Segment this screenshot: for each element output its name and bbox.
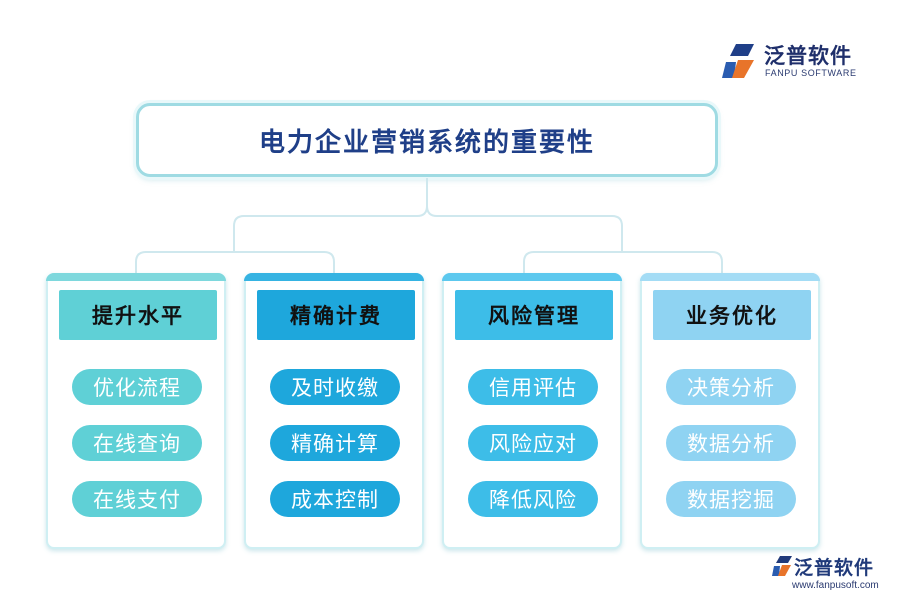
column-1-item-1: 优化流程 <box>72 369 202 405</box>
column-4: 业务优化 决策分析 数据分析 数据挖掘 <box>640 273 820 549</box>
column-4-item-2: 数据分析 <box>666 425 796 461</box>
connector-left-pair <box>135 251 335 273</box>
watermark-logo-icon <box>772 556 792 576</box>
column-3-item-3: 降低风险 <box>468 481 598 517</box>
column-4-item-3: 数据挖掘 <box>666 481 796 517</box>
column-2: 精确计费 及时收缴 精确计算 成本控制 <box>244 273 424 549</box>
column-3: 风险管理 信用评估 风险应对 降低风险 <box>442 273 622 549</box>
diagram-title: 电力企业营销系统的重要性 <box>258 127 595 158</box>
column-4-top-bar <box>640 273 820 281</box>
column-1-item-3: 在线支付 <box>72 481 202 517</box>
column-4-item-1: 决策分析 <box>666 369 796 405</box>
watermark-url: www.fanpusoft.com <box>792 580 879 591</box>
column-3-item-1: 信用评估 <box>468 369 598 405</box>
connector-to-center-left <box>233 178 428 252</box>
fanpu-logo: 泛普软件 FANPU SOFTWARE <box>722 40 872 84</box>
watermark-name-cn: 泛普软件 <box>794 557 875 579</box>
column-1-top-bar <box>46 273 226 281</box>
column-4-header: 业务优化 <box>653 290 811 340</box>
column-3-header: 风险管理 <box>455 290 613 340</box>
column-2-item-2: 精确计算 <box>270 425 400 461</box>
connector-right-pair <box>523 251 723 273</box>
column-1-item-2: 在线查询 <box>72 425 202 461</box>
fanpu-logo-icon <box>722 44 754 78</box>
column-3-item-2: 风险应对 <box>468 425 598 461</box>
watermark: 泛普软件 www.fanpusoft.com <box>770 553 894 597</box>
column-1: 提升水平 优化流程 在线查询 在线支付 <box>46 273 226 549</box>
column-3-top-bar <box>442 273 622 281</box>
column-1-header: 提升水平 <box>59 290 217 340</box>
column-2-header: 精确计费 <box>257 290 415 340</box>
column-2-top-bar <box>244 273 424 281</box>
diagram-title-box: 电力企业营销系统的重要性 <box>136 103 718 177</box>
column-2-item-3: 成本控制 <box>270 481 400 517</box>
logo-name-cn: 泛普软件 <box>764 44 852 68</box>
logo-name-en: FANPU SOFTWARE <box>765 68 857 78</box>
connector-to-center-right <box>426 205 623 252</box>
column-2-item-1: 及时收缴 <box>270 369 400 405</box>
